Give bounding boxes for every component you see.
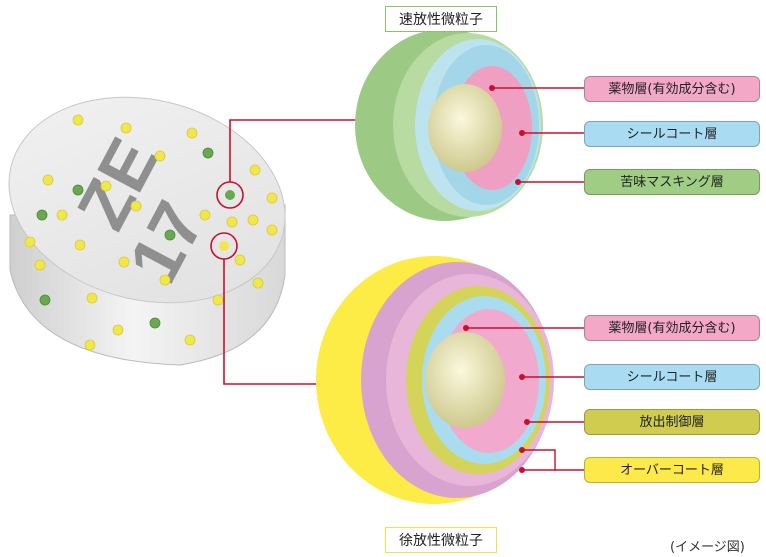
- tablet-particle-dot: [42, 174, 54, 186]
- tablet-particle-dot: [266, 224, 278, 236]
- fast-leaders: [489, 85, 590, 185]
- tablet-particle-dot: [212, 294, 224, 306]
- tablet-particle-dot: [184, 334, 196, 346]
- slow-connector: [223, 259, 320, 385]
- tablet-particle-dot: [202, 147, 214, 159]
- slow-label-release-control: 放出制御層: [584, 409, 760, 435]
- tablet-particle-dot: [249, 164, 261, 176]
- tablet-particle-dot: [199, 209, 211, 221]
- tablet-particle-dot: [86, 292, 98, 304]
- slow-particle: [316, 256, 554, 504]
- slow-leaders: [463, 325, 590, 473]
- tablet-particle-dot: [159, 274, 171, 286]
- tablet-particle-dot: [186, 127, 198, 139]
- fast-label-taste-mask: 苦味マスキング層: [584, 169, 760, 195]
- fast-particle-dot: [225, 190, 235, 200]
- tablet-particle-dot: [164, 229, 176, 241]
- fast-label-drug-layer: 薬物層(有効成分含む): [584, 76, 760, 102]
- tablet-particle-dot: [234, 254, 246, 266]
- tablet-particle-dot: [24, 236, 36, 248]
- fast-connector: [229, 119, 358, 182]
- fast-label-seal-coat: シールコート層: [584, 121, 760, 147]
- fast-particle: [355, 29, 543, 221]
- slow-particle-dot: [219, 241, 229, 251]
- tablet-particle-dot: [149, 317, 161, 329]
- slow-label-overcoat: オーバーコート層: [584, 457, 760, 483]
- image-caption: (イメージ図): [670, 540, 745, 555]
- tablet-particle-dot: [39, 294, 51, 306]
- tablet-particle-dot: [36, 209, 48, 221]
- tablet-particle-dot: [56, 209, 68, 221]
- tablet-particle-dot: [247, 214, 259, 226]
- tablet-particle-dot: [112, 324, 124, 336]
- slow-title: 徐放性微粒子: [385, 527, 497, 553]
- tablet-particle-dot: [34, 259, 46, 271]
- slow-label-seal-coat: シールコート層: [584, 364, 760, 390]
- tablet-particle-dot: [226, 216, 238, 228]
- tablet-particle-dot: [118, 256, 130, 268]
- tablet-particle-dot: [266, 192, 278, 204]
- tablet-particle-dot: [120, 122, 132, 134]
- tablet-particle-dot: [100, 180, 112, 192]
- slow-label-drug-layer: 薬物層(有効成分含む): [584, 315, 760, 341]
- tablet-particle-dot: [154, 150, 166, 162]
- tablet-particle-dot: [72, 184, 84, 196]
- tablet-particle-dot: [84, 339, 96, 351]
- tablet: ZE 17: [8, 96, 286, 366]
- tablet-particle-dot: [72, 114, 84, 126]
- fast-title: 速放性微粒子: [385, 6, 497, 32]
- tablet-particle-dot: [74, 239, 86, 251]
- tablet-particle-dot: [130, 200, 142, 212]
- tablet-particle-dot: [252, 277, 264, 289]
